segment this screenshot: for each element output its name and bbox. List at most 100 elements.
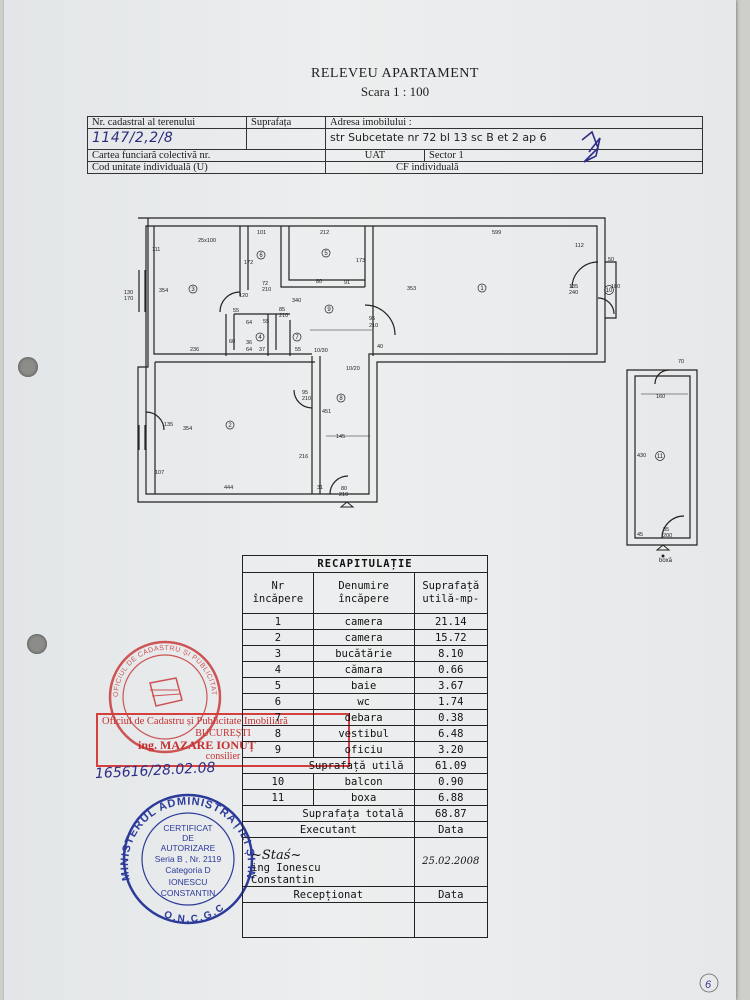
outer-wall	[137, 217, 606, 503]
svg-text:180: 180	[611, 284, 620, 290]
ocpi-stamp-line-1: Oficiul de Cadastru și Publicitate Imobi…	[102, 716, 288, 727]
room-number-4: 4	[258, 335, 262, 341]
storage-box-outline	[626, 369, 698, 546]
svg-text:80: 80	[341, 486, 347, 492]
svg-text:60: 60	[229, 339, 235, 345]
receptionat-row: Recepționat Data	[242, 886, 489, 903]
room-number-5: 5	[324, 251, 328, 257]
svg-text:70: 70	[678, 359, 684, 365]
svg-text:444: 444	[224, 485, 233, 491]
svg-text:64: 64	[246, 347, 252, 353]
svg-text:160: 160	[656, 394, 665, 400]
round-blue-stamp: MINISTERUL ADMINISTRAȚIEI ȘI INTERNELOR …	[0, 0, 256, 925]
svg-text:210: 210	[339, 492, 348, 498]
blue-stamp-line-3: AUTORIZARE	[161, 843, 216, 853]
ocpi-rectangular-stamp: Oficiul de Cadastru și Publicitate Imobi…	[96, 713, 350, 767]
document-title: RELEVEU APARTAMENT	[311, 66, 479, 81]
svg-text:95: 95	[302, 390, 308, 396]
room-number-markers	[188, 248, 665, 461]
svg-text:130: 130	[124, 290, 133, 296]
svg-text:212: 212	[320, 230, 329, 236]
recap-table: RECAPITULAȚIE Nr încăpere Denumire încăp…	[242, 555, 489, 938]
svg-text:25x100: 25x100	[198, 238, 216, 244]
svg-text:216: 216	[299, 454, 308, 460]
room-number-3: 3	[191, 287, 195, 293]
blue-stamp-line-4: Seria B , Nr. 2119	[155, 854, 222, 864]
page-marker-circle	[699, 973, 719, 993]
recap-title: RECAPITULAȚIE	[242, 555, 488, 573]
svg-text:55: 55	[263, 319, 269, 325]
svg-text:430: 430	[637, 453, 646, 459]
cadastral-number-handwritten: 1147/2,2/8	[92, 130, 174, 146]
interior-walls	[153, 226, 374, 494]
executant-row: ~Staś~ ing Ionescu Constantin 25.02.2008	[242, 837, 489, 887]
cadastral-header-table: Nr. cadastral al terenului Suprafața Adr…	[87, 116, 703, 174]
blue-stamp-line-2: DE	[182, 833, 194, 843]
executant-header-row: Executant Data	[242, 821, 489, 838]
svg-text:37: 37	[259, 347, 265, 353]
document-scale: Scara 1 : 100	[360, 84, 430, 99]
svg-text:55: 55	[295, 347, 301, 353]
svg-text:55: 55	[233, 308, 239, 314]
svg-text:145: 145	[336, 434, 345, 440]
svg-text:236: 236	[190, 347, 199, 353]
svg-text:107: 107	[155, 470, 164, 476]
svg-text:91: 91	[344, 280, 350, 286]
svg-text:31: 31	[317, 485, 323, 491]
svg-text:10/20: 10/20	[346, 366, 360, 372]
svg-text:200: 200	[663, 533, 672, 539]
round-red-stamp: OFICIUL DE CADASTRU ȘI PUBLICITATE IMOBI…	[0, 0, 222, 754]
punch-hole-top	[18, 357, 38, 377]
svg-text:354: 354	[159, 288, 168, 294]
svg-text:210: 210	[302, 396, 311, 402]
svg-text:50: 50	[608, 257, 614, 263]
total-area-row: Suprafața totală 68.87	[242, 805, 489, 822]
svg-text:85: 85	[279, 307, 285, 313]
svg-text:210: 210	[369, 323, 378, 329]
svg-text:354: 354	[183, 426, 192, 432]
room-number-6: 6	[259, 253, 263, 259]
ocpi-stamp-line-2: BUCUREȘTI	[195, 728, 251, 739]
useful-area-row: Suprafață utilă 61.09	[242, 757, 489, 774]
svg-text:340: 340	[292, 298, 301, 304]
svg-text:172: 172	[244, 260, 253, 266]
svg-text:210: 210	[279, 313, 288, 319]
dimension-labels: 25x100 101 212 599 111 172 354 91 80 173…	[124, 230, 684, 539]
svg-text:112: 112	[575, 243, 584, 249]
cf-individuala-label: CF individuală	[325, 161, 703, 174]
svg-text:170: 170	[124, 296, 133, 302]
svg-text:95: 95	[369, 316, 375, 322]
svg-text:240: 240	[569, 290, 578, 296]
svg-text:451: 451	[322, 409, 331, 415]
svg-text:10/30: 10/30	[314, 348, 328, 354]
room-number-2: 2	[228, 423, 232, 429]
address-value: str Subcetate nr 72 bl 13 sc B et 2 ap 6	[330, 131, 547, 144]
recap-header-name: Denumire încăpere	[312, 572, 415, 614]
room-number-10: 10	[606, 288, 613, 294]
blue-stamp-line-7: CONSTANTIN	[161, 888, 216, 898]
ocpi-stamp-line-4: consilier	[205, 751, 241, 762]
executant-signature: ~Staś~	[251, 848, 302, 863]
room-number-1: 1	[480, 286, 484, 292]
svg-text:40: 40	[377, 344, 383, 350]
svg-text:135: 135	[164, 422, 173, 428]
recap-header-area: Suprafață utilă-mp-	[413, 572, 489, 614]
svg-text:120: 120	[239, 293, 248, 299]
svg-text:OFICIUL DE CADASTRU ȘI PUBLICI: OFICIUL DE CADASTRU ȘI PUBLICITATE IMOBI…	[0, 0, 217, 697]
blue-stamp-line-1: CERTIFICAT	[163, 823, 212, 833]
executant-name: ing Ionescu Constantin	[251, 862, 321, 886]
executant-date: 25.02.2008	[413, 837, 489, 887]
svg-text:353: 353	[407, 286, 416, 292]
page-marker: 6	[705, 979, 712, 991]
ocpi-stamp-line-3: ing. MAZARE IONUȚ	[138, 738, 256, 752]
signature-scribble-header	[581, 130, 601, 163]
